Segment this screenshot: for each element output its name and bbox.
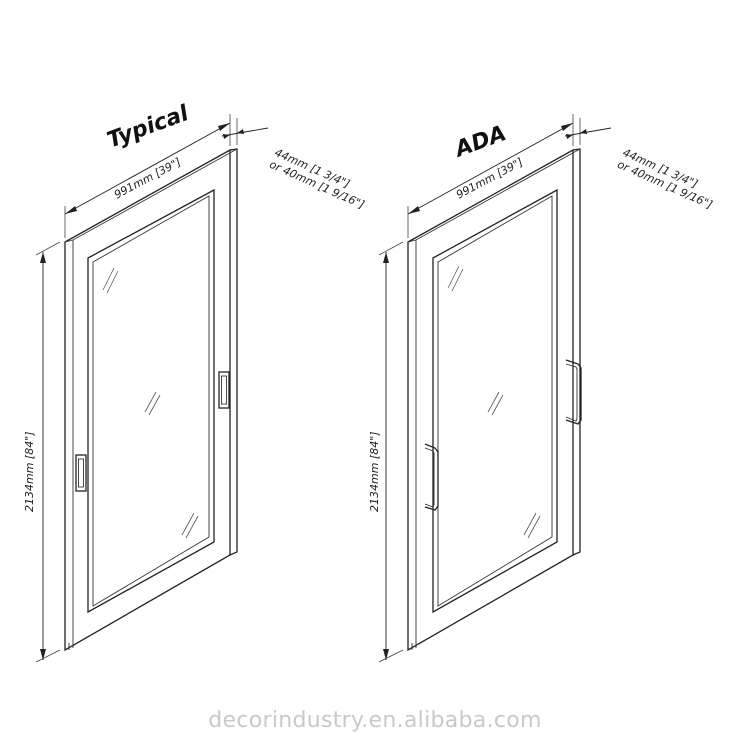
- typical-width-dimension: [64, 114, 231, 238]
- typical-glass-pane: [92, 195, 210, 607]
- ada-bar-handle-left: [424, 443, 439, 511]
- typical-door: [35, 114, 269, 663]
- ada-height-dimension: [378, 241, 404, 663]
- ada-thickness-dimension: [564, 118, 612, 145]
- ada-glass-pane: [437, 195, 553, 607]
- ada-glare-marks: [447, 265, 541, 539]
- watermark: decorindustry.en.alibaba.com: [208, 708, 542, 733]
- ada-bar-handle-right: [565, 359, 582, 425]
- typical-door-slab: [64, 148, 231, 652]
- typical-height-dimension: [35, 241, 61, 663]
- ada-height-label: 2134mm [84"]: [368, 431, 381, 512]
- typical-flush-pull-right: [218, 371, 230, 409]
- typical-glass-frame: [87, 188, 215, 614]
- ada-door-side-edge: [572, 148, 581, 556]
- typical-glare-marks: [102, 267, 199, 539]
- ada-door: [378, 114, 612, 663]
- ada-glass-frame: [432, 188, 558, 614]
- typical-door-side-edge: [229, 148, 238, 556]
- typical-height-label: 2134mm [84"]: [23, 431, 36, 512]
- typical-flush-pull-left: [75, 454, 87, 492]
- typical-thickness-dimension: [221, 118, 269, 145]
- ada-width-dimension: [407, 114, 574, 238]
